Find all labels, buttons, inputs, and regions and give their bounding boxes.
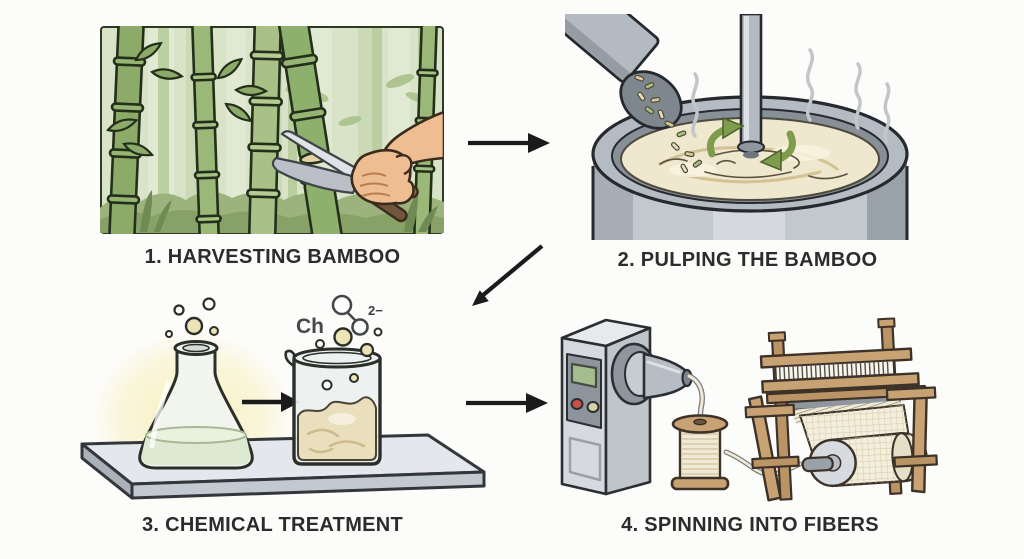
step-2-label: 2. PULPING THE BAMBOO <box>617 249 878 271</box>
nozzle-cone <box>642 352 689 400</box>
flask-bubbles <box>165 297 219 338</box>
rotation-arrows-icon <box>706 116 796 172</box>
beaker <box>284 347 382 466</box>
chemical-treatment-illustration: Ch 2− <box>80 294 486 506</box>
stirrer-rod <box>737 14 765 159</box>
chemical-symbol-label: Ch <box>296 315 324 338</box>
loom <box>744 317 938 502</box>
molecule-diagram: Ch 2− <box>296 294 383 338</box>
arrow-step2-to-step3-icon <box>472 244 544 306</box>
display-screen <box>570 362 598 389</box>
arrow-flask-to-beaker-icon <box>242 392 300 412</box>
arrow-step3-to-step4-icon <box>466 393 548 413</box>
step-4-label: 4. SPINNING INTO FIBERS <box>621 514 879 536</box>
erlenmeyer-flask <box>138 340 254 470</box>
pulping-vat-illustration <box>565 14 909 240</box>
spinning-illustration <box>560 317 938 502</box>
red-button <box>570 398 584 410</box>
hand <box>350 110 444 206</box>
extruder-machine <box>560 318 693 496</box>
yellow-button <box>586 401 600 413</box>
lab-table <box>80 433 486 500</box>
bamboo-chips <box>634 74 703 174</box>
roll-axle <box>801 456 834 473</box>
beaker-bubbles <box>315 327 383 358</box>
ion-charge-label: 2− <box>368 303 383 318</box>
steam-wisps <box>691 48 891 144</box>
chip-chute <box>565 14 703 174</box>
harvesting-bamboo-illustration <box>100 26 444 234</box>
thread-spool <box>670 414 730 491</box>
step-3-label: 3. CHEMICAL TREATMENT <box>141 514 404 536</box>
grass <box>140 190 438 232</box>
step-1-label: 1. HARVESTING BAMBOO <box>144 246 401 268</box>
arrow-step1-to-step2-icon <box>468 133 550 153</box>
bamboo-leaves <box>106 42 269 157</box>
